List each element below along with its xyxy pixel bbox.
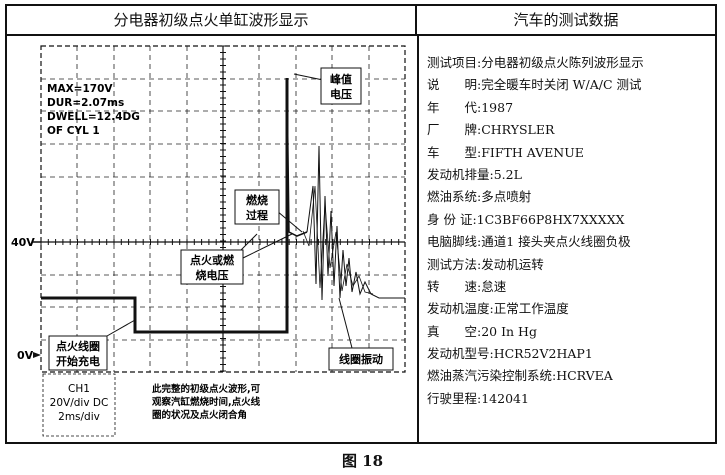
volts-per-div: 20V/div DC xyxy=(50,397,109,409)
axis-ticks xyxy=(40,45,400,372)
test-data-row: 测试方法:发动机运转 xyxy=(427,256,544,272)
callout-burn-process: 燃烧 过程 xyxy=(234,189,303,233)
zero-level-marker xyxy=(33,352,41,358)
test-data-row: 车 型:FIFTH AVENUE xyxy=(427,144,584,160)
channel-info-box: CH1 20V/div DC 2ms/div xyxy=(42,373,116,437)
level-40v-label: 40V xyxy=(11,236,35,249)
test-data-row: 燃油系统:多点喷射 xyxy=(427,189,532,205)
test-data-row: 真 空:20 In Hg xyxy=(427,323,537,339)
level-0v-label: 0V xyxy=(17,349,34,362)
description-line: 此完整的初级点火波形,可 xyxy=(152,383,261,395)
time-per-div: 2ms/div xyxy=(58,411,100,423)
callout-coil-oscillation: 线圈振动 xyxy=(328,297,394,371)
test-data-row: 转 速:怠速 xyxy=(427,278,507,294)
readout-line: DUR=2.07ms xyxy=(47,97,124,109)
oscilloscope-panel: 40V 0V MAX=170V DUR=2.07ms DWELL=12.4DG … xyxy=(7,36,417,442)
callout-text: 电压 xyxy=(330,87,352,101)
test-data-row: 发动机型号:HCR52V2HAP1 xyxy=(427,346,593,362)
test-data-list: 测试项目:分电器初级点火陈列波形显示说 明:完全暖车时关闭 W/A/C 测试年 … xyxy=(427,52,717,410)
callout-text: 点火或燃 xyxy=(190,253,235,267)
ignition-waveform xyxy=(41,77,405,334)
callout-text: 燃烧 xyxy=(245,193,268,207)
waveform-description: 此完整的初级点火波形,可 观察汽缸燃烧时间,点火线 圈的状况及点火闭合角 xyxy=(151,383,261,421)
test-data-row: 行驶里程:142041 xyxy=(427,390,529,406)
figure-frame: 分电器初级点火单缸波形显示 汽车的测试数据 xyxy=(5,4,717,444)
callout-text: 点火线圈 xyxy=(56,339,100,353)
callout-peak-voltage: 峰值 电压 xyxy=(293,67,362,105)
test-data-row: 说 明:完全暖车时关闭 W/A/C 测试 xyxy=(427,77,642,93)
test-data-row: 燃油蒸汽污染控制系统:HCRVEA xyxy=(427,368,613,384)
readout-line: OF CYL 1 xyxy=(47,125,100,137)
readout-line: DWELL=12.4DG xyxy=(47,111,140,123)
test-data-row: 电脑脚线:通道1 接头夹点火线圈负极 xyxy=(427,234,631,250)
test-data-row: 年 代:1987 xyxy=(427,99,514,115)
callout-text: 开始充电 xyxy=(56,354,100,368)
test-data-panel-title: 汽车的测试数据 xyxy=(417,6,715,36)
scope-readout: MAX=170V DUR=2.07ms DWELL=12.4DG OF CYL … xyxy=(47,83,140,137)
description-line: 圈的状况及点火闭合角 xyxy=(152,409,247,421)
callout-text: 烧电压 xyxy=(196,268,229,282)
waveform-panel-title: 分电器初级点火单缸波形显示 xyxy=(7,6,417,36)
callout-text: 过程 xyxy=(246,208,268,222)
callout-text: 线圈振动 xyxy=(339,352,383,366)
readout-line: MAX=170V xyxy=(47,83,113,95)
oscilloscope-display: 40V 0V MAX=170V DUR=2.07ms DWELL=12.4DG … xyxy=(11,45,406,437)
test-data-row: 厂 牌:CHRYSLER xyxy=(427,122,555,138)
callout-coil-charge: 点火线圈 开始充电 xyxy=(48,319,136,371)
panel-divider xyxy=(417,34,419,442)
description-line: 观察汽缸燃烧时间,点火线 xyxy=(151,396,261,408)
test-data-row: 发动机排量:5.2L xyxy=(427,166,522,182)
figure-caption: 图 18 xyxy=(341,452,384,470)
test-data-row: 身 份 证:1C3BF66P8HX7XXXXX xyxy=(427,211,625,227)
callout-text: 峰值 xyxy=(330,72,352,86)
test-data-row: 发动机温度:正常工作温度 xyxy=(427,301,569,317)
test-data-row: 测试项目:分电器初级点火陈列波形显示 xyxy=(427,55,644,70)
channel-label: CH1 xyxy=(68,383,90,395)
callout-spark-voltage: 点火或燃 烧电压 xyxy=(180,233,293,285)
